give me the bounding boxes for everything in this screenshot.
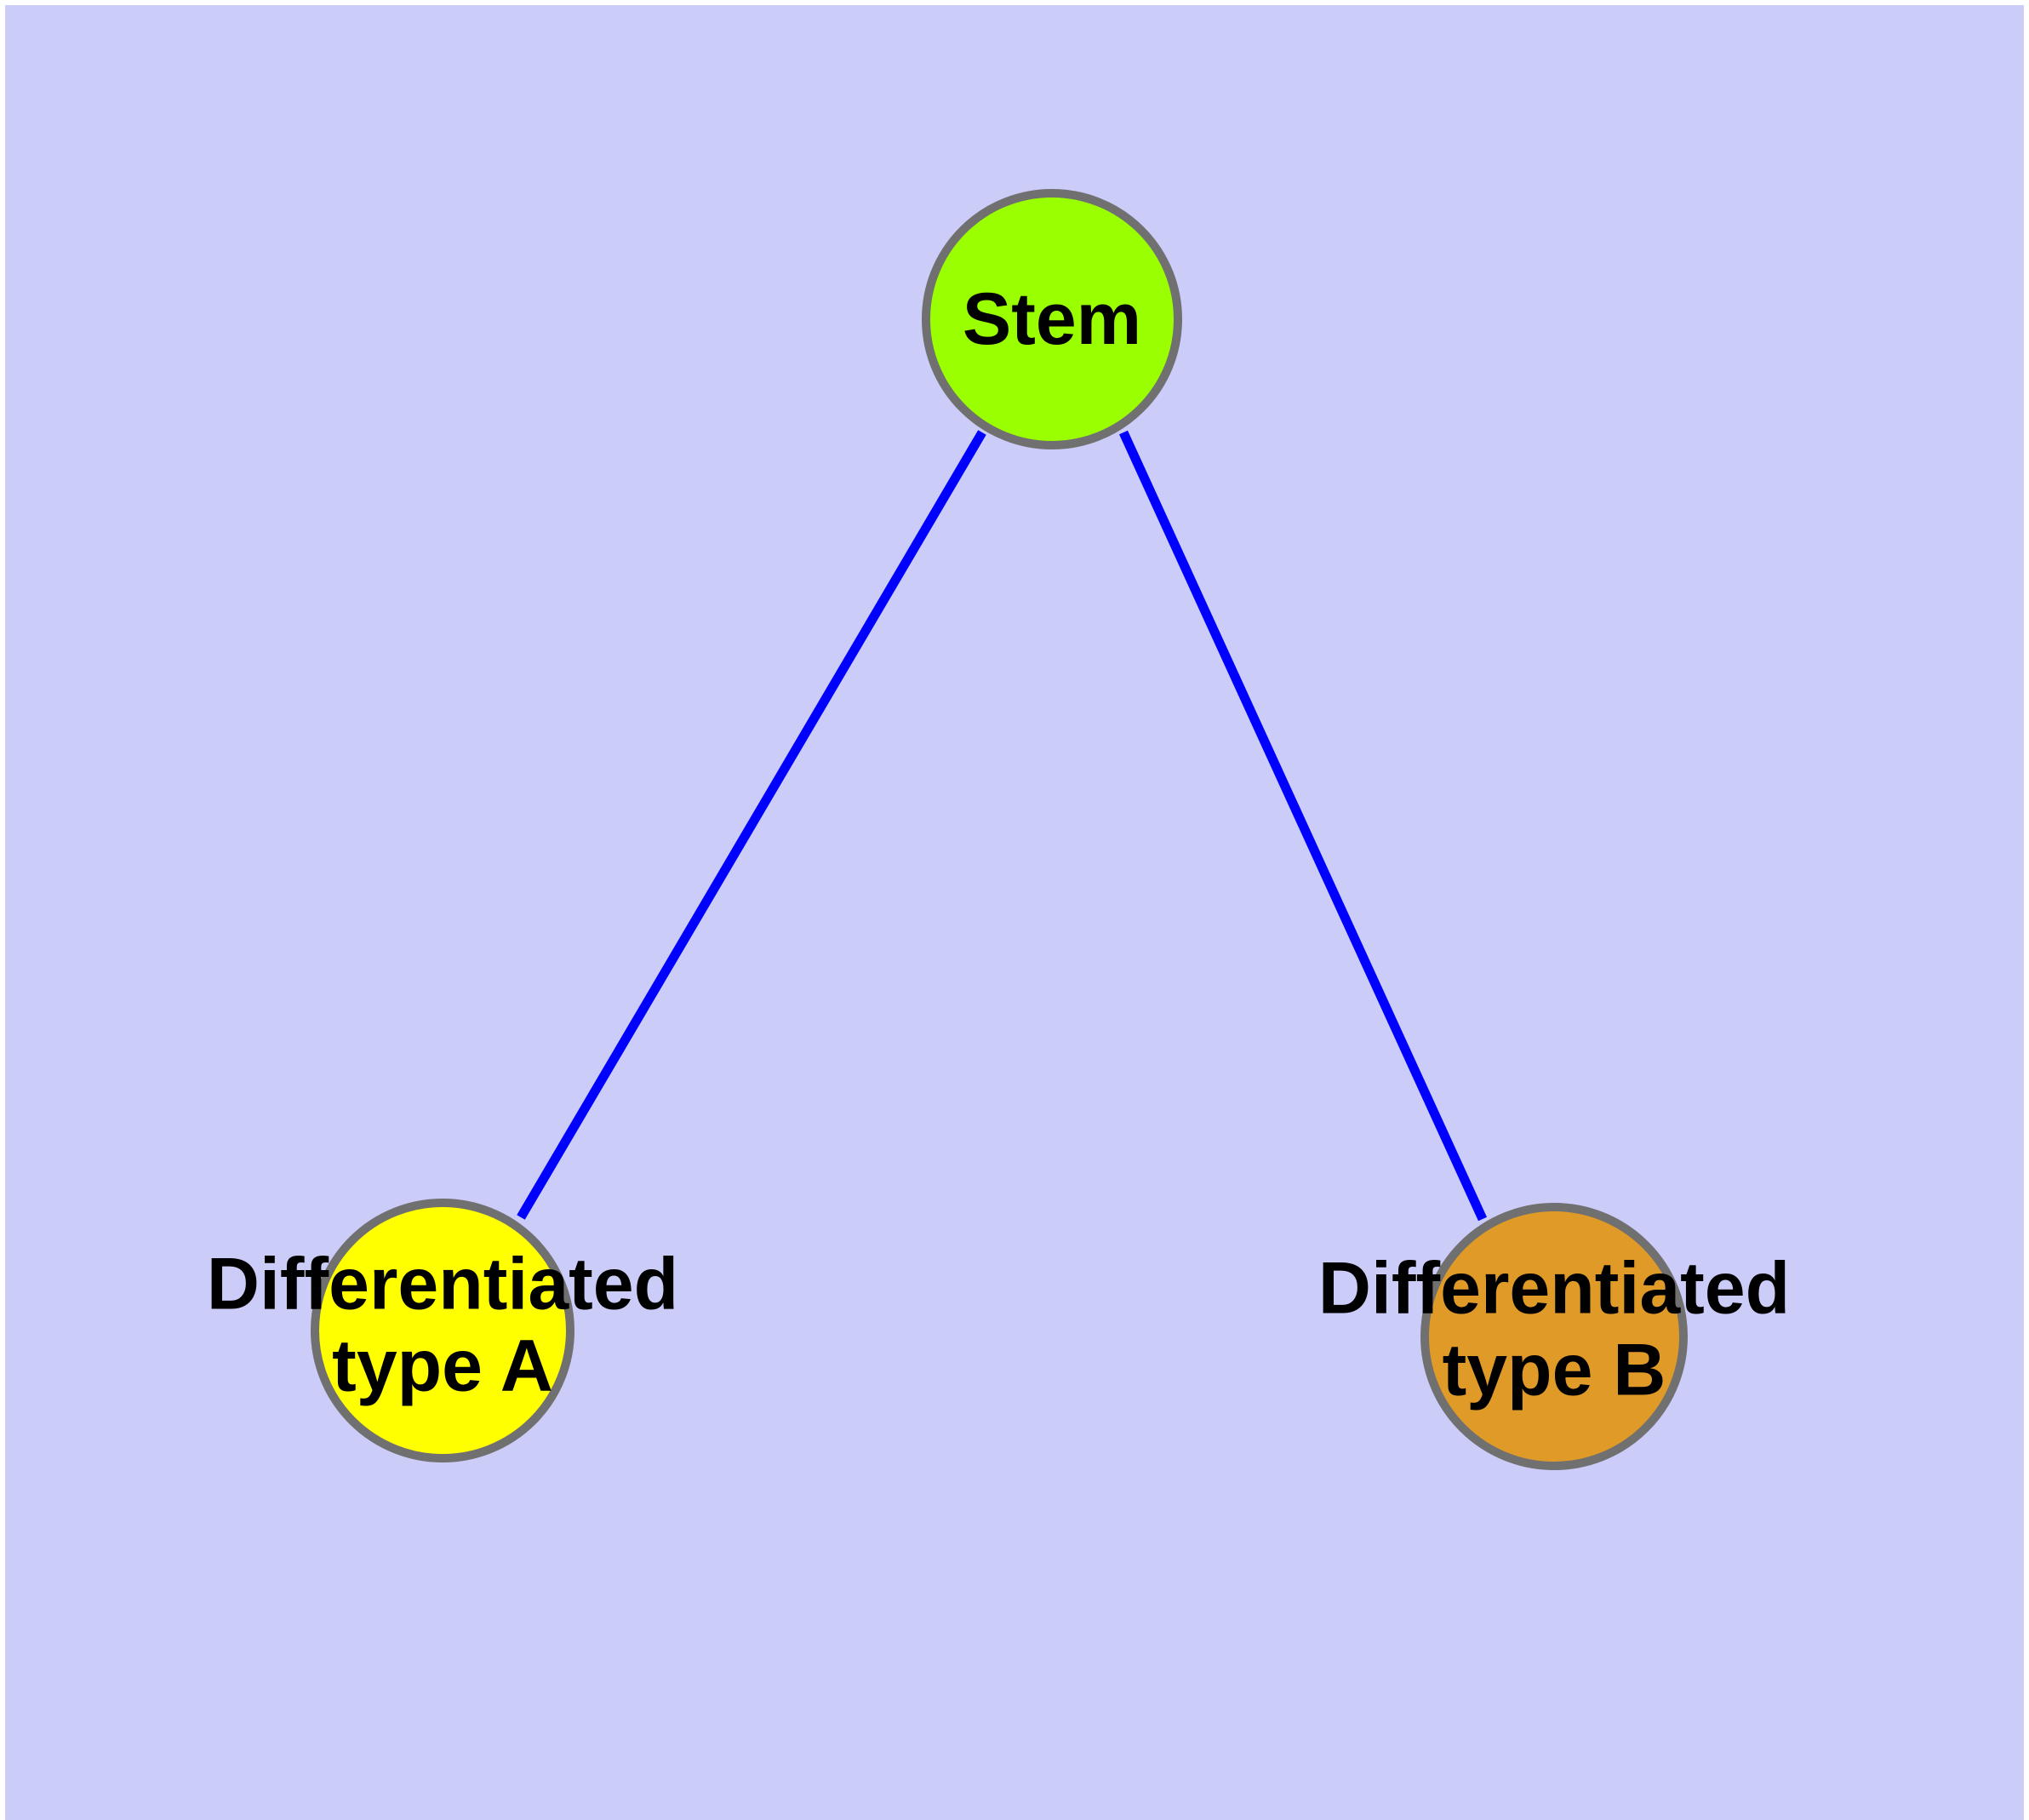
node-stem[interactable] (922, 189, 1182, 449)
node-differentiated-type-a[interactable] (311, 1199, 574, 1462)
edge-stem-to-diff-b[interactable] (1118, 430, 1488, 1222)
node-layer (311, 189, 1688, 1470)
edge-stem-to-diff-a[interactable] (517, 430, 986, 1220)
edge-layer (517, 430, 1488, 1222)
node-differentiated-type-b[interactable] (1420, 1203, 1688, 1470)
